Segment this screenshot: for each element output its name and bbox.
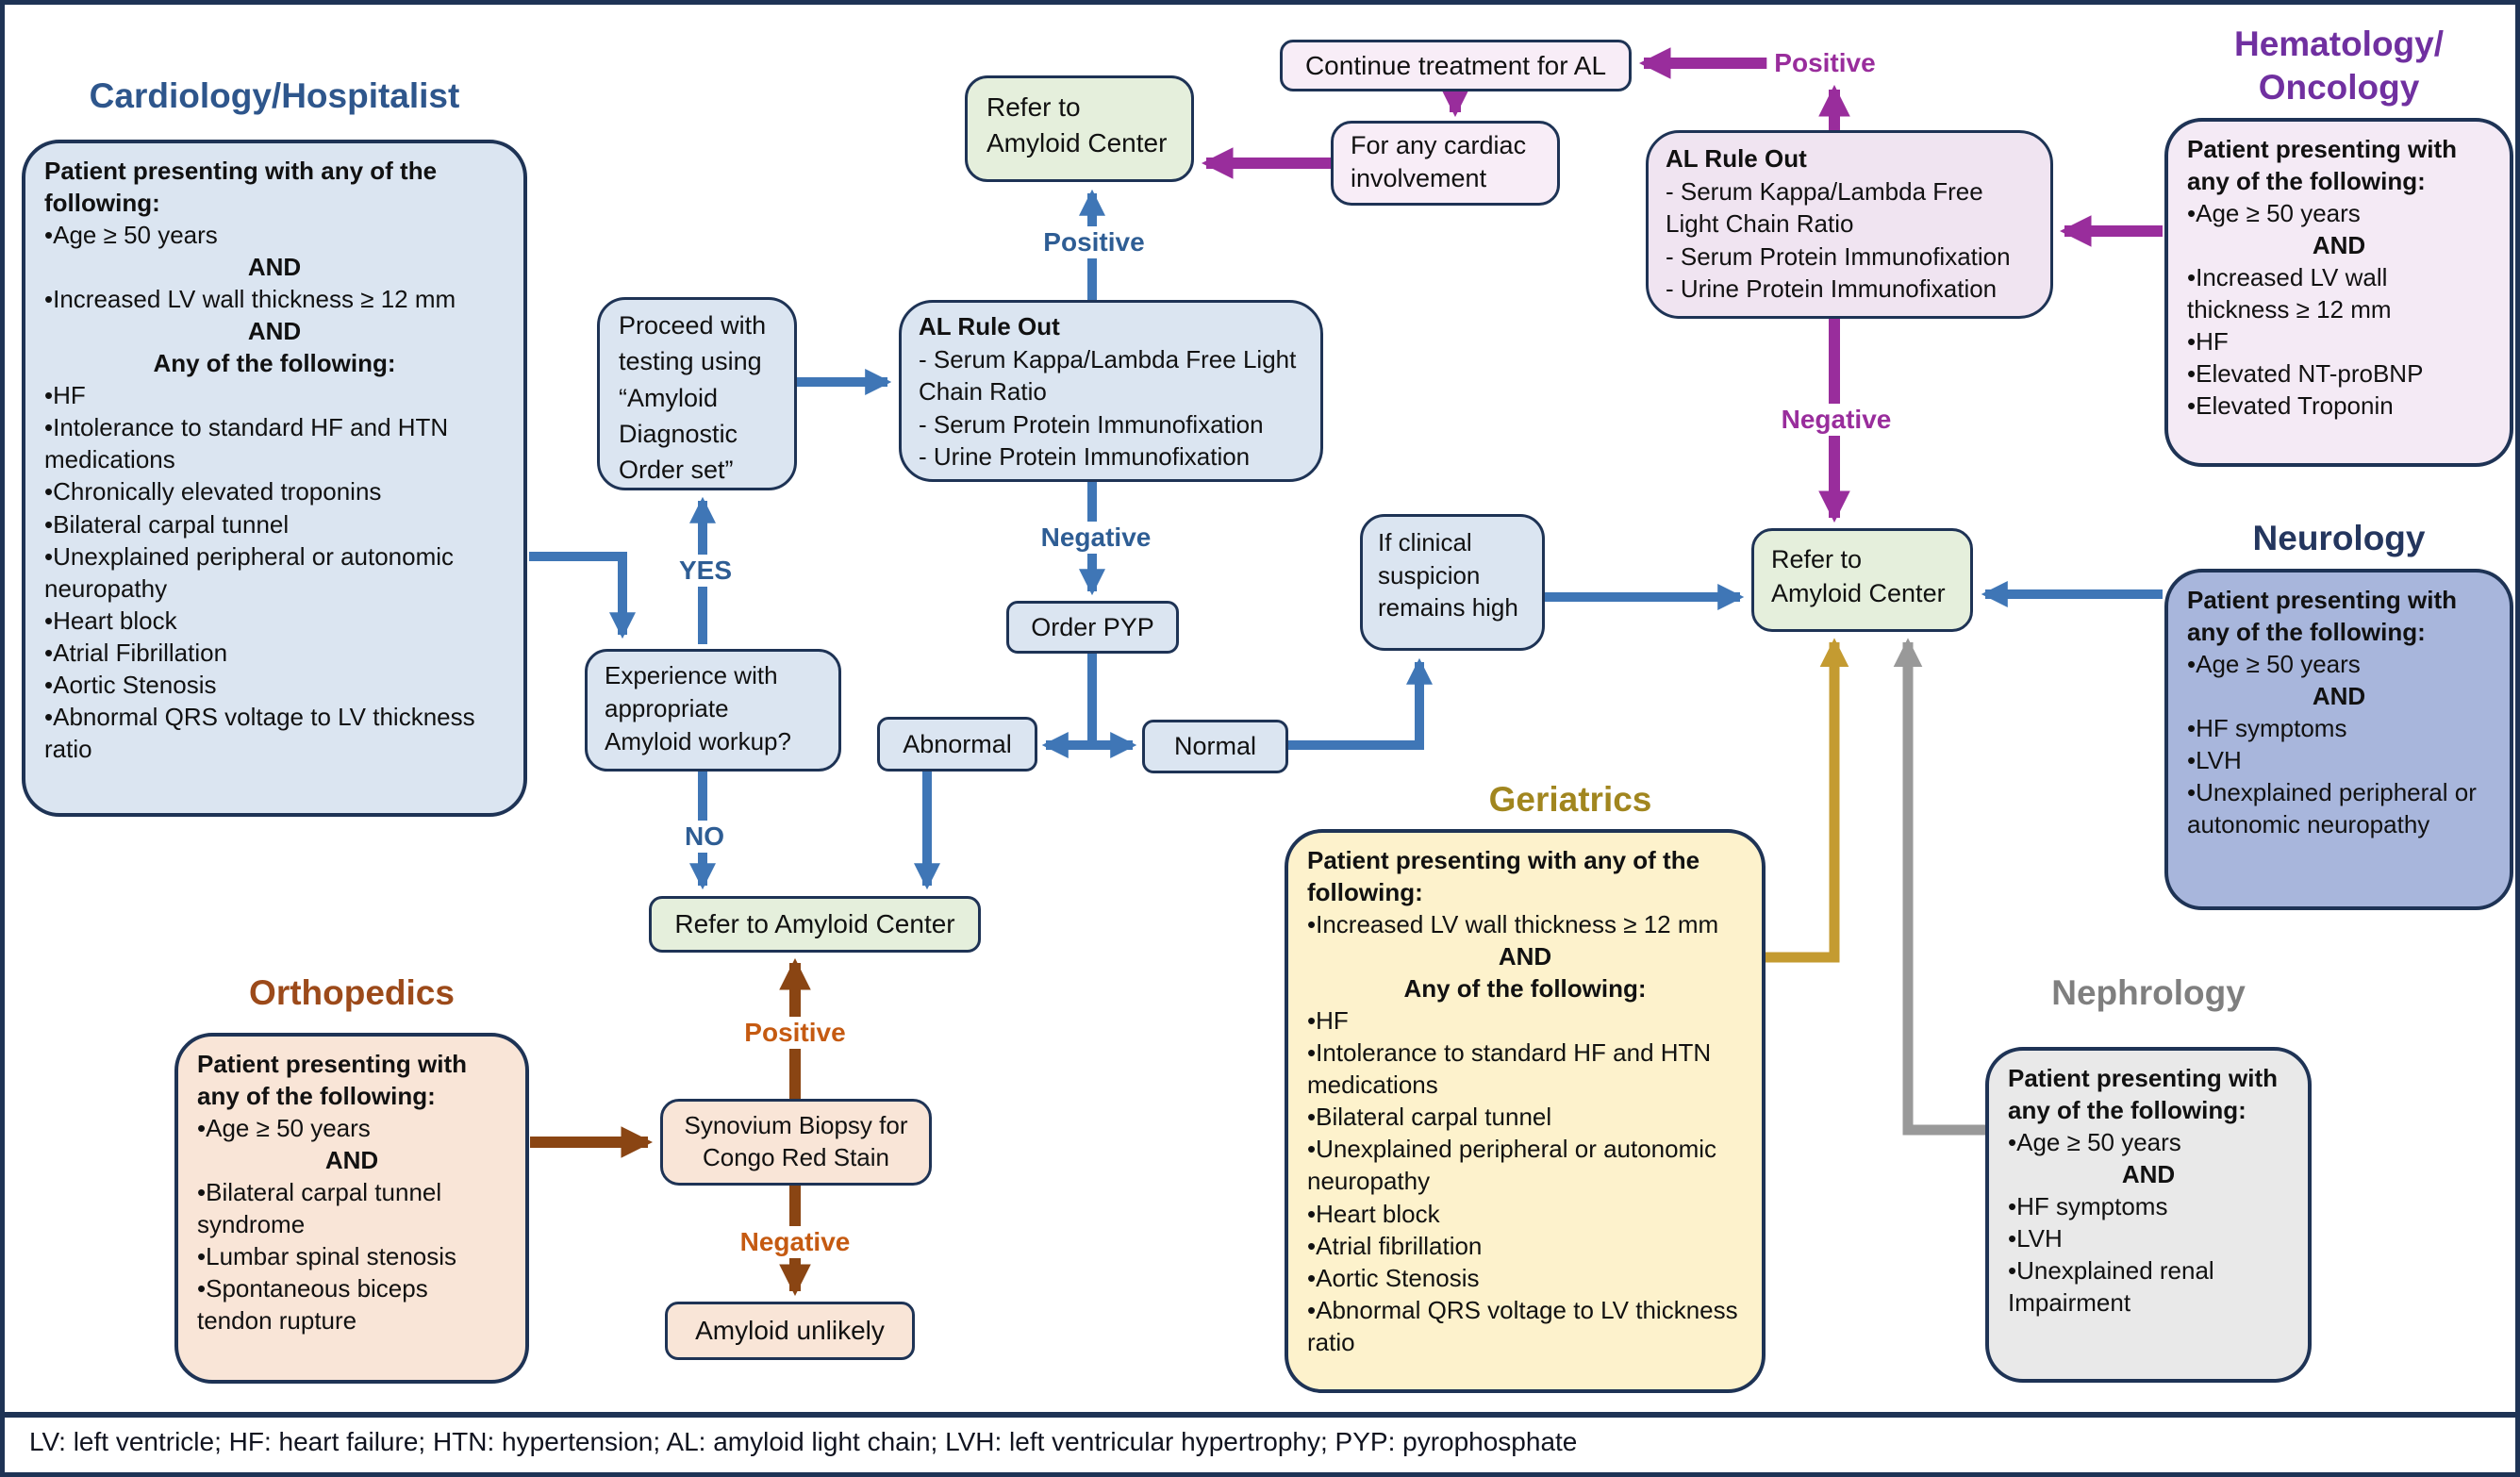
label-yes: YES	[671, 555, 740, 587]
label-no: NO	[677, 821, 732, 853]
panel-neurology-criteria: Patient presenting with any of the follo…	[2164, 569, 2513, 910]
arrow-cardiology-to-experience	[529, 552, 636, 639]
footer: LV: left ventricle; HF: heart failure; H…	[5, 1412, 2515, 1472]
node-al-ruleout-right: AL Rule Out- Serum Kappa/Lambda Free Lig…	[1646, 130, 2053, 319]
title-cardiology: Cardiology/Hospitalist	[89, 76, 460, 115]
panel-nephrology-criteria: Patient presenting with any of the follo…	[1985, 1047, 2312, 1383]
title-orthopedics: Orthopedics	[249, 973, 455, 1012]
node-for-any-cardiac: For any cardiac involvement	[1331, 121, 1560, 206]
node-experience-question: Experience with appropriate Amyloid work…	[585, 649, 841, 772]
node-order-pyp: Order PYP	[1006, 601, 1179, 654]
label-positive-middle: Positive	[1036, 226, 1152, 258]
label-negative-right: Negative	[1773, 404, 1899, 436]
panel-cardiology-criteria: Patient presenting with any of the follo…	[22, 140, 527, 817]
label-negative-synovium: Negative	[732, 1226, 858, 1258]
label-positive-top: Positive	[1766, 47, 1883, 79]
node-if-clinical-suspicion: If clinical suspicion remains high	[1360, 514, 1545, 651]
title-neurology: Neurology	[2252, 519, 2426, 557]
node-refer-amyloid-mid: Refer to Amyloid Center	[649, 896, 981, 953]
arrow-geriatrics-to-refer-right	[1766, 638, 1849, 963]
arrow-orderpyp-to-abnormal	[1041, 654, 1097, 758]
node-abnormal: Abnormal	[877, 717, 1037, 772]
title-hematology-line2: Oncology	[2258, 68, 2420, 107]
panel-hematology-criteria: Patient presenting with any of the follo…	[2164, 118, 2513, 467]
node-al-ruleout-middle: AL Rule Out- Serum Kappa/Lambda Free Lig…	[899, 300, 1323, 482]
node-amyloid-unlikely: Amyloid unlikely	[665, 1302, 915, 1360]
node-synovium-biopsy: Synovium Biopsy for Congo Red Stain	[660, 1099, 932, 1186]
title-geriatrics: Geriatrics	[1488, 780, 1652, 819]
title-hematology-line1: Hematology/	[2233, 25, 2445, 63]
node-continue-treatment-al: Continue treatment for AL	[1280, 40, 1632, 91]
arrow-normal-to-ifclinical	[1288, 657, 1433, 750]
node-refer-amyloid-right: Refer to Amyloid Center	[1751, 528, 1973, 632]
label-negative-middle: Negative	[1033, 522, 1159, 554]
panel-orthopedics-criteria: Patient presenting with any of the follo…	[174, 1033, 529, 1384]
abbreviation-legend: LV: left ventricle; HF: heart failure; H…	[29, 1427, 1578, 1456]
node-normal: Normal	[1142, 720, 1288, 773]
title-nephrology: Nephrology	[2051, 973, 2246, 1012]
panel-geriatrics-criteria: Patient presenting with any of the follo…	[1285, 829, 1766, 1393]
label-positive-synovium: Positive	[737, 1017, 854, 1049]
node-refer-amyloid-top: Refer to Amyloid Center	[965, 75, 1194, 182]
node-proceed-testing: Proceed with testing using “Amyloid Diag…	[597, 297, 797, 490]
arrow-nephrology-to-refer-right	[1893, 638, 1985, 1136]
